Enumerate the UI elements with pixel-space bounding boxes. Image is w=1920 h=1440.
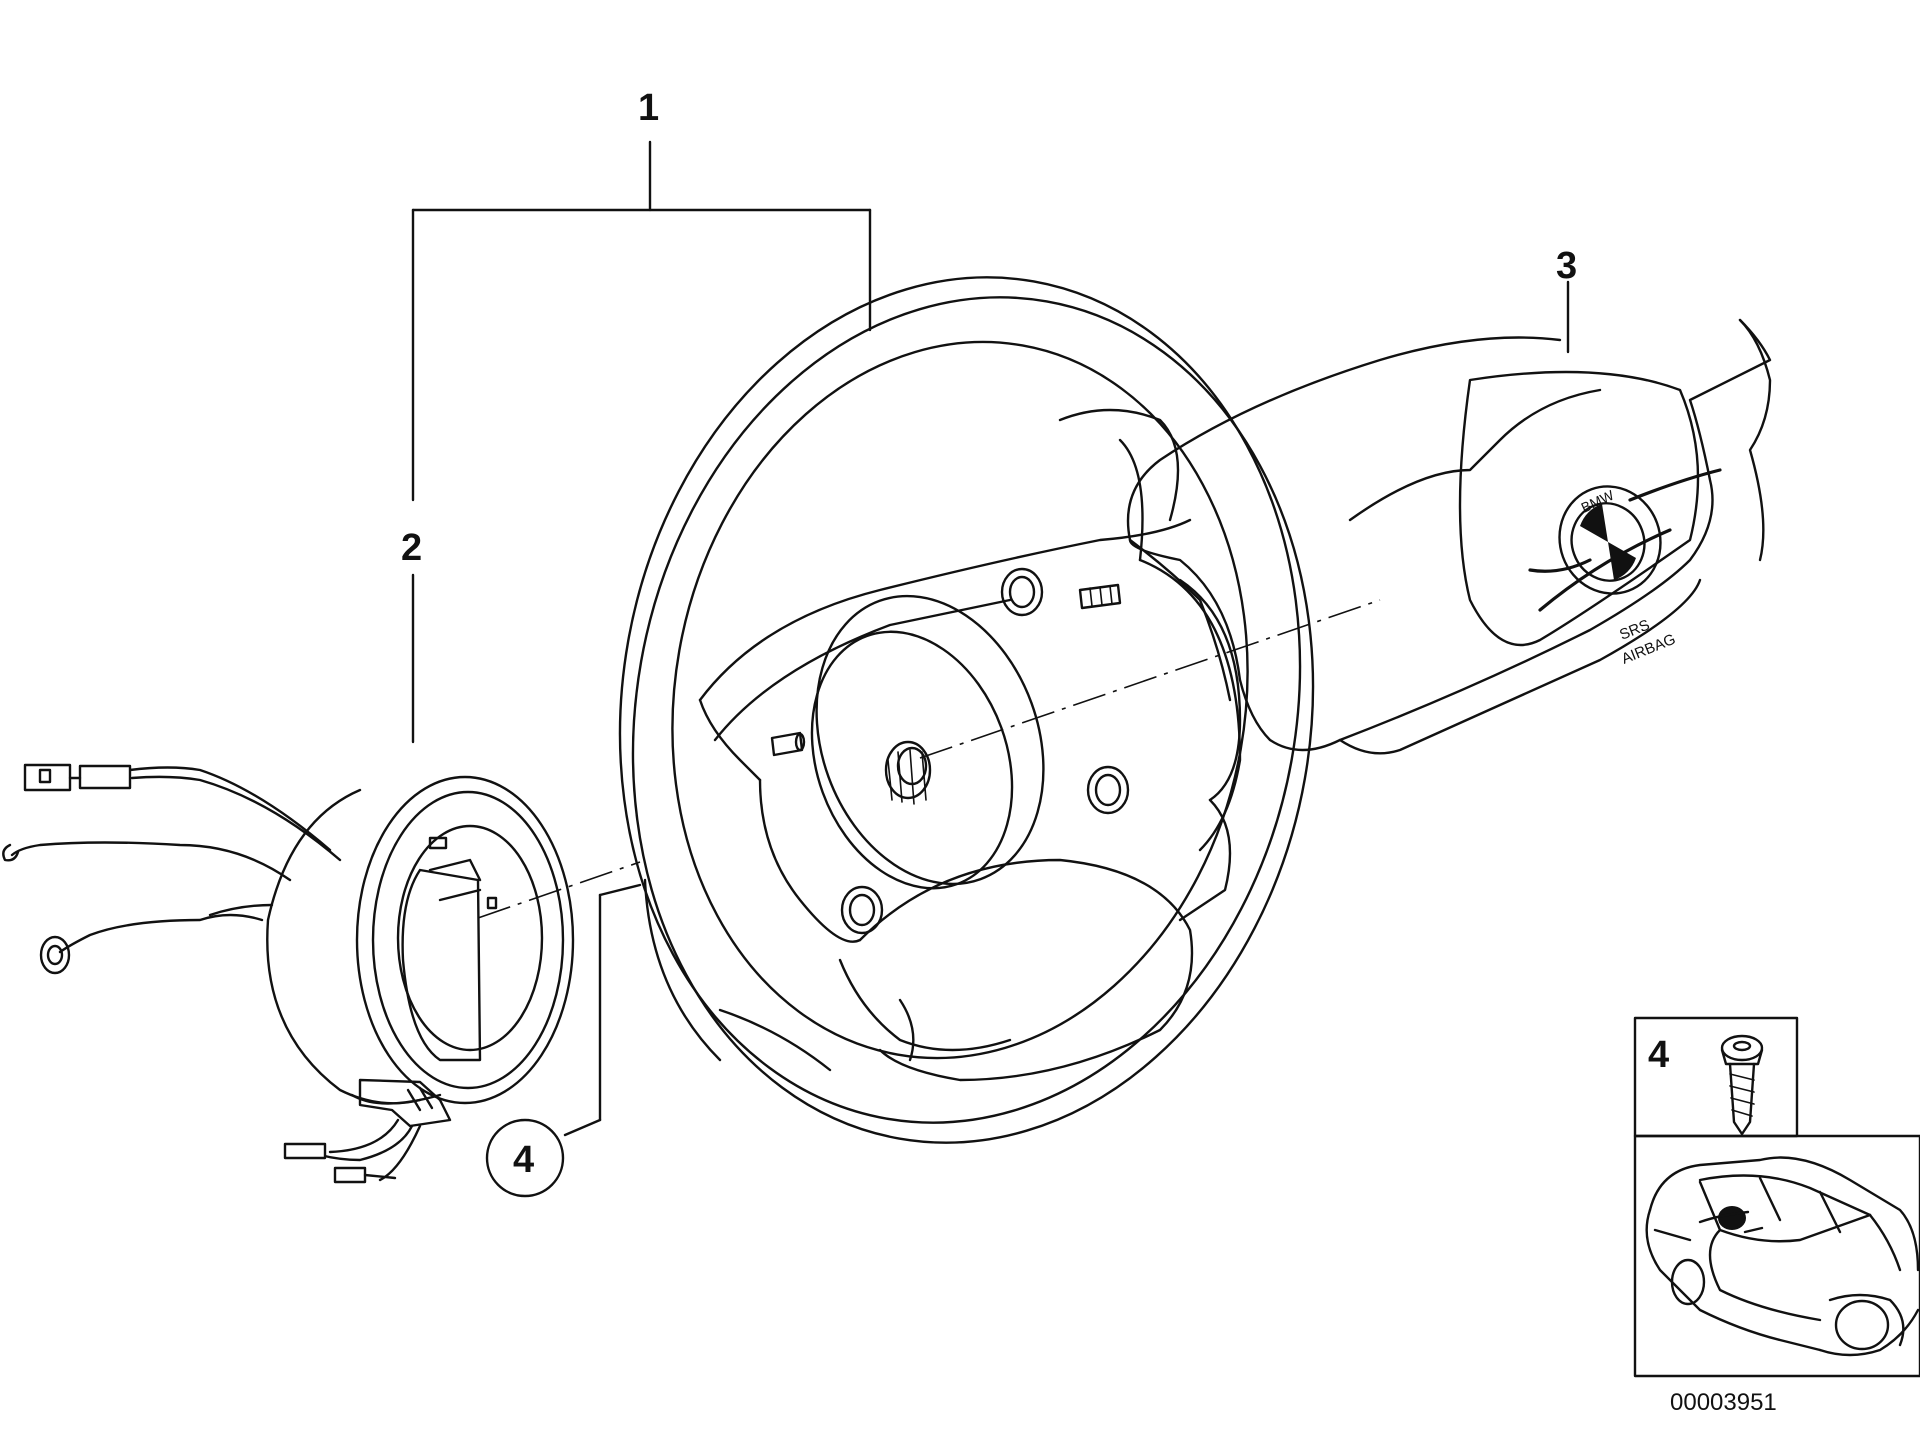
callout-1-bracket <box>411 140 872 744</box>
inset-panel <box>1633 1016 1920 1378</box>
spoke-holes <box>840 567 1130 935</box>
callout-4-circle <box>485 1118 565 1198</box>
callout-4-leader <box>485 883 642 1198</box>
hub-nut-icon <box>884 740 932 805</box>
callout-label-4-circled: 4 <box>513 1139 534 1181</box>
callout-label-4-inset: 4 <box>1648 1034 1669 1076</box>
center-axis-line <box>477 599 1381 919</box>
steering-wheel <box>618 276 1315 1144</box>
diagram-id: 00003951 <box>1670 1389 1777 1416</box>
bmw-logo-icon: BMW <box>1558 485 1662 595</box>
clock-spring-assembly <box>2 763 575 1184</box>
airbag-module: BMW SRS AIRBAG <box>1126 318 1772 755</box>
car-silhouette-icon <box>1645 1156 1920 1357</box>
callout-label-3: 3 <box>1556 245 1577 287</box>
stud-bolts <box>770 583 1122 757</box>
callout-label-1: 1 <box>638 87 659 129</box>
callout-label-2: 2 <box>401 527 422 569</box>
screw-icon <box>1720 1034 1764 1136</box>
